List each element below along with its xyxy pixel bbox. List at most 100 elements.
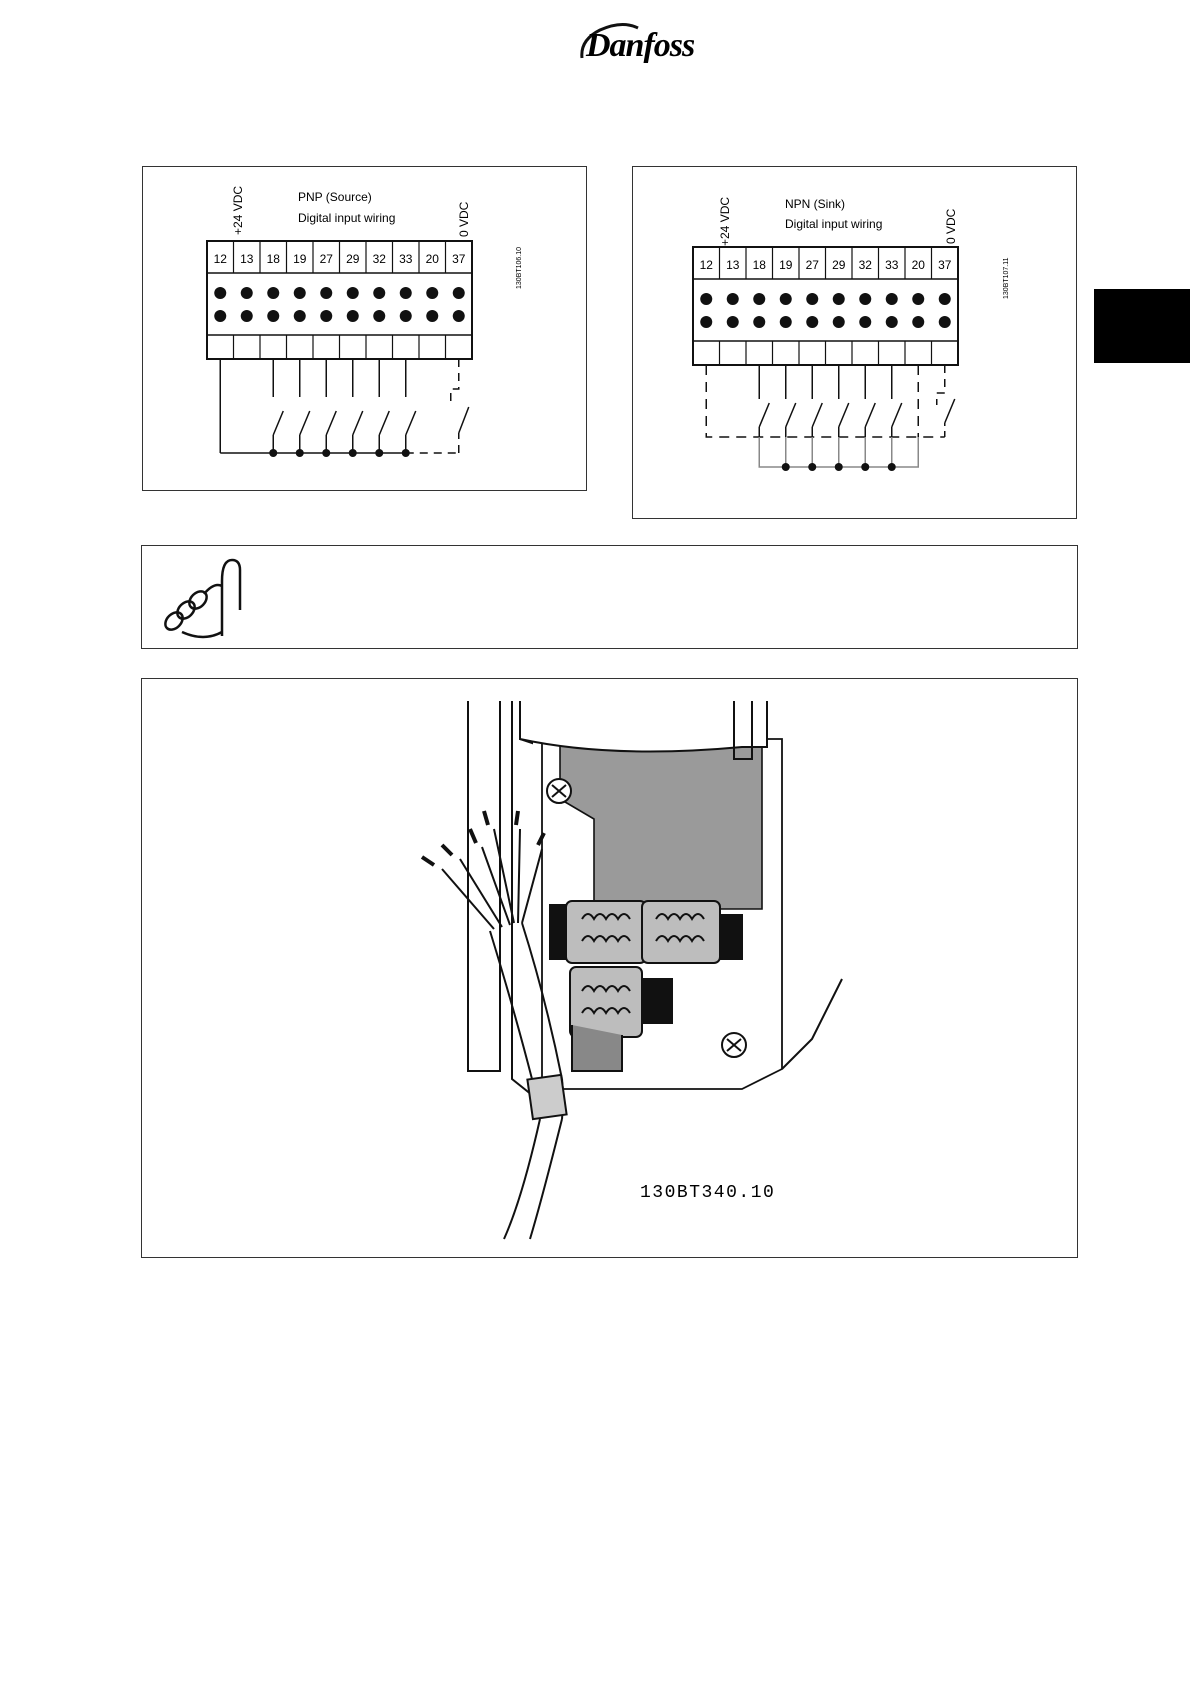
- pnp-terminal-13: 13: [240, 252, 254, 266]
- cable-clamp-1: [549, 900, 647, 964]
- pnp-terminal-33: 33: [399, 252, 413, 266]
- npn-terminal-18: 18: [753, 258, 767, 272]
- npn-junction-dot: [834, 463, 843, 471]
- npn-24v-label: +24 VDC: [718, 197, 732, 246]
- pnp-terminal-32: 32: [373, 252, 387, 266]
- npn-wiring-diagram: +24 VDC NPN (Sink) Digital input wiring …: [632, 166, 1077, 519]
- pnp-terminal-18: 18: [267, 252, 281, 266]
- pen-hand-note-icon: [164, 558, 242, 639]
- pnp-terminal-screw: [320, 287, 333, 299]
- cable-clamp-illustration: 130BT340.10: [141, 678, 1078, 1258]
- npn-subtitle: Digital input wiring: [785, 217, 882, 231]
- npn-terminal-screw: [700, 293, 713, 305]
- pnp-terminal-screw: [293, 287, 306, 299]
- npn-junction-dot: [808, 463, 817, 471]
- pnp-figure-id: 130BT106.10: [516, 247, 523, 289]
- pnp-terminal-screw: [320, 310, 333, 322]
- logo-text: Danfoss: [585, 27, 694, 64]
- pnp-terminal-screw: [426, 287, 439, 299]
- pnp-terminal-strip: 12 13 18 19 27 29 32 33 20 37: [206, 240, 473, 360]
- pnp-switch-wiring: [219, 359, 470, 457]
- pnp-junction-dot: [348, 449, 357, 457]
- npn-junction-dot: [781, 463, 790, 471]
- npn-terminal-screw: [912, 316, 925, 328]
- npn-terminal-screw: [938, 293, 951, 305]
- npn-switch-wiring: [705, 365, 956, 471]
- npn-terminal-screw: [806, 316, 819, 328]
- pnp-terminal-screw: [293, 310, 306, 322]
- top-screw-icon: [546, 778, 572, 804]
- npn-junction-dot: [861, 463, 870, 471]
- pnp-terminal-29: 29: [346, 252, 360, 266]
- pnp-terminal-screw: [426, 310, 439, 322]
- npn-terminal-screw: [938, 316, 951, 328]
- pnp-terminal-27: 27: [320, 252, 334, 266]
- pnp-terminal-screw: [240, 310, 253, 322]
- pnp-terminal-37: 37: [452, 252, 466, 266]
- npn-terminal-screw: [779, 316, 792, 328]
- npn-terminal-screw: [832, 293, 845, 305]
- npn-terminal-screw: [726, 316, 739, 328]
- cable-clamp-2: [641, 900, 743, 964]
- pnp-terminal-screw: [267, 287, 280, 299]
- npn-terminal-33: 33: [885, 258, 899, 272]
- npn-terminal-20: 20: [912, 258, 926, 272]
- npn-terminal-screw: [832, 316, 845, 328]
- pnp-terminal-12: 12: [214, 252, 228, 266]
- npn-terminal-strip: 12 13 18 19 27 29 32 33 20 37: [692, 246, 959, 366]
- chapter-tab: [1094, 289, 1190, 363]
- pnp-terminal-screw: [399, 310, 412, 322]
- npn-terminal-screw: [806, 293, 819, 305]
- npn-figure-id: 130BT107.11: [1003, 257, 1010, 299]
- pnp-terminal-screw: [346, 310, 359, 322]
- npn-terminal-screw: [700, 316, 713, 328]
- pnp-junction-dot: [295, 449, 304, 457]
- npn-0v-label: 0 VDC: [944, 208, 958, 244]
- npn-terminal-screw: [859, 316, 872, 328]
- bottom-screw-icon: [721, 1032, 747, 1058]
- npn-title: NPN (Sink): [785, 197, 845, 211]
- pnp-terminal-screw: [373, 310, 386, 322]
- cable-icon: [420, 810, 568, 1240]
- pnp-24v-label: +24 VDC: [231, 186, 245, 235]
- npn-terminal-13: 13: [726, 258, 740, 272]
- npn-terminal-screw: [726, 293, 739, 305]
- npn-terminal-27: 27: [806, 258, 820, 272]
- npn-terminal-screw: [779, 293, 792, 305]
- pnp-wiring-diagram: +24 VDC PNP (Source) Digital input wirin…: [142, 166, 587, 491]
- npn-terminal-19: 19: [779, 258, 793, 272]
- npn-terminal-screw: [753, 316, 766, 328]
- pnp-junction-dot: [375, 449, 384, 457]
- left-side-plate: [467, 701, 501, 1072]
- pnp-subtitle: Digital input wiring: [298, 211, 395, 225]
- npn-terminal-12: 12: [700, 258, 714, 272]
- npn-terminal-screw: [912, 293, 925, 305]
- pnp-terminal-screw: [214, 310, 227, 322]
- pnp-0v-label: 0 VDC: [457, 201, 471, 237]
- npn-terminal-32: 32: [859, 258, 873, 272]
- npn-terminal-screw: [885, 316, 898, 328]
- pnp-junction-dot: [322, 449, 331, 457]
- pnp-terminal-screw: [452, 287, 465, 299]
- npn-terminal-screw: [859, 293, 872, 305]
- cable-figure-id: 130BT340.10: [640, 1183, 775, 1203]
- pnp-terminal-screw: [240, 287, 253, 299]
- pnp-terminal-screw: [346, 287, 359, 299]
- pnp-terminal-screw: [267, 310, 280, 322]
- pnp-terminal-19: 19: [293, 252, 307, 266]
- npn-junction-dot: [887, 463, 896, 471]
- pnp-terminal-screw: [452, 310, 465, 322]
- pnp-terminal-screw: [373, 287, 386, 299]
- note-box: [141, 545, 1078, 649]
- npn-terminal-screw: [885, 293, 898, 305]
- cable-clamp-3: [569, 966, 673, 1072]
- pnp-title: PNP (Source): [298, 190, 372, 204]
- npn-terminal-37: 37: [938, 258, 952, 272]
- pnp-junction-dot: [269, 449, 278, 457]
- danfoss-logo: Danfoss: [578, 22, 696, 64]
- npn-terminal-screw: [753, 293, 766, 305]
- pnp-terminal-20: 20: [426, 252, 440, 266]
- pnp-junction-dot: [401, 449, 410, 457]
- npn-terminal-29: 29: [832, 258, 846, 272]
- pnp-terminal-screw: [214, 287, 227, 299]
